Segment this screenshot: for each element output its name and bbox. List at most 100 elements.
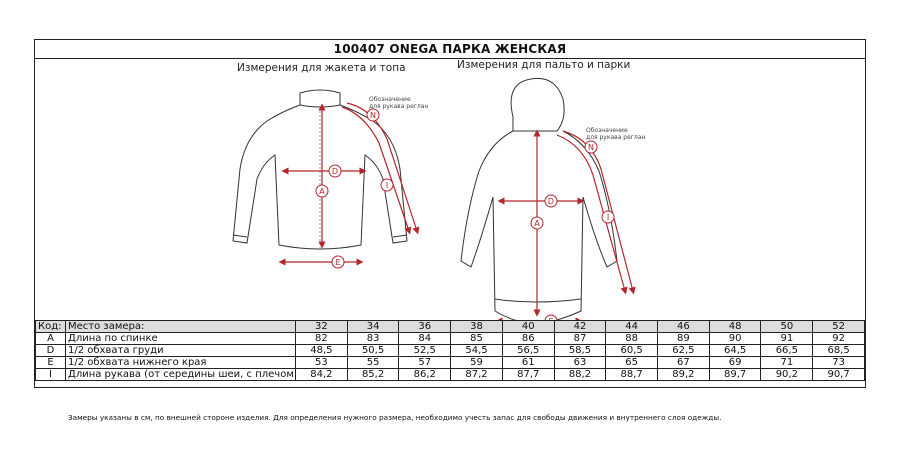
jacket-caption: Измерения для жакета и топа (237, 62, 406, 74)
row-value: 52,5 (398, 344, 452, 357)
row-value: 90 (708, 332, 762, 345)
parka-marker-i: I (601, 210, 615, 224)
row-value: 82 (295, 332, 348, 345)
size-table-header: Код: Место замера: 32 34 36 38 40 42 44 … (35, 320, 865, 333)
row-value: 65 (605, 356, 659, 369)
size-col: 42 (553, 320, 607, 333)
footnote: Замеры указаны в см, по внешней стороне … (68, 413, 722, 422)
parka-diagram (460, 77, 618, 321)
garment-diagrams: A D E I N A D E I N Обозначение для рука… (35, 59, 865, 321)
row-value: 90,7 (812, 368, 865, 381)
row-value: 83 (346, 332, 400, 345)
row-value: 64,5 (708, 344, 762, 357)
row-value: 87,7 (501, 368, 555, 381)
svg-text:A: A (319, 187, 325, 196)
row-code: E (35, 356, 66, 369)
svg-text:A: A (534, 219, 540, 228)
size-chart-sheet: 100407 ONEGA ПАРКА ЖЕНСКАЯ Измерения для… (34, 39, 866, 388)
parka-marker-d: D (544, 194, 558, 208)
svg-text:Обозначение: Обозначение (586, 127, 628, 134)
measure-labels: A D E I N A D E I N (315, 108, 615, 321)
svg-text:для рукава реглан: для рукава реглан (586, 134, 645, 141)
jacket-n-line (346, 102, 420, 235)
svg-text:E: E (335, 258, 340, 267)
row-value: 88,2 (553, 368, 607, 381)
row-value: 54,5 (450, 344, 503, 357)
size-col: 52 (812, 320, 865, 333)
row-value: 68,5 (812, 344, 865, 357)
row-value: 89,7 (708, 368, 762, 381)
jacket-raglan-note: Обозначение для рукава реглан (369, 96, 428, 110)
row-code: I (35, 368, 66, 381)
jacket-marker-n: N (366, 108, 380, 122)
row-name: Длина по спинке (65, 332, 296, 345)
parka-hood (510, 77, 565, 132)
size-col: 48 (708, 320, 762, 333)
svg-text:N: N (588, 143, 594, 152)
row-value: 66,5 (760, 344, 814, 357)
row-value: 60,5 (605, 344, 659, 357)
row-value: 87 (553, 332, 607, 345)
jacket-marker-e: E (331, 255, 345, 269)
row-value: 63 (553, 356, 607, 369)
chart-title: 100407 ONEGA ПАРКА ЖЕНСКАЯ (35, 40, 865, 59)
row-value: 73 (812, 356, 865, 369)
row-value: 59 (450, 356, 503, 369)
jacket-measures (278, 102, 420, 266)
row-value: 92 (812, 332, 865, 345)
size-col: 34 (346, 320, 400, 333)
parka-measures (495, 129, 636, 321)
parka-body (460, 130, 618, 321)
parka-caption: Измерения для пальто и парки (457, 59, 631, 71)
size-col: 40 (501, 320, 555, 333)
row-code: D (35, 344, 66, 357)
row-value: 89,2 (657, 368, 710, 381)
garment-diagrams-svg: A D E I N A D E I N Обозначение для рука… (232, 77, 645, 321)
row-value: 86,2 (398, 368, 452, 381)
row-name: Длина рукава (от середины шеи, с плечом) (65, 368, 296, 381)
jacket-marker-i: I (380, 178, 394, 192)
table-row: A Длина по спинке 82 83 84 85 86 87 88 8… (35, 332, 865, 345)
jacket-marker-d: D (328, 164, 342, 178)
svg-text:N: N (370, 111, 376, 120)
row-name: 1/2 обхвата груди (65, 344, 296, 357)
parka-n-line (562, 130, 636, 295)
svg-text:D: D (332, 167, 338, 176)
row-value: 57 (398, 356, 452, 369)
row-value: 84,2 (295, 368, 348, 381)
size-col: 32 (295, 320, 348, 333)
size-table: Код: Место замера: 32 34 36 38 40 42 44 … (35, 320, 865, 381)
row-value: 85 (450, 332, 503, 345)
row-value: 89 (657, 332, 710, 345)
row-name: 1/2 обхвата нижнего края (65, 356, 296, 369)
row-value: 61 (501, 356, 555, 369)
size-col: 38 (450, 320, 503, 333)
table-row: D 1/2 обхвата груди 48,5 50,5 52,5 54,5 … (35, 344, 865, 357)
svg-text:Обозначение: Обозначение (369, 96, 411, 103)
row-value: 56,5 (501, 344, 555, 357)
parka-marker-e: E (544, 314, 558, 321)
jacket-collar (299, 89, 341, 108)
svg-text:для рукава реглан: для рукава реглан (369, 103, 428, 110)
parka-i-line (556, 134, 628, 295)
jacket-diagram (232, 89, 408, 250)
row-value: 53 (295, 356, 348, 369)
row-code: A (35, 332, 66, 345)
row-value: 85,2 (346, 368, 400, 381)
code-header: Код: (35, 320, 66, 333)
row-value: 50,5 (346, 344, 400, 357)
row-value: 86 (501, 332, 555, 345)
row-value: 48,5 (295, 344, 348, 357)
table-row: E 1/2 обхвата нижнего края 53 55 57 59 6… (35, 356, 865, 369)
table-row: I Длина рукава (от середины шеи, с плечо… (35, 368, 865, 381)
svg-text:I: I (386, 181, 388, 190)
row-value: 88,7 (605, 368, 659, 381)
row-value: 67 (657, 356, 710, 369)
row-value: 88 (605, 332, 659, 345)
row-value: 69 (708, 356, 762, 369)
row-value: 87,2 (450, 368, 503, 381)
row-value: 91 (760, 332, 814, 345)
row-value: 71 (760, 356, 814, 369)
parka-marker-a: A (530, 216, 544, 230)
row-value: 90,2 (760, 368, 814, 381)
